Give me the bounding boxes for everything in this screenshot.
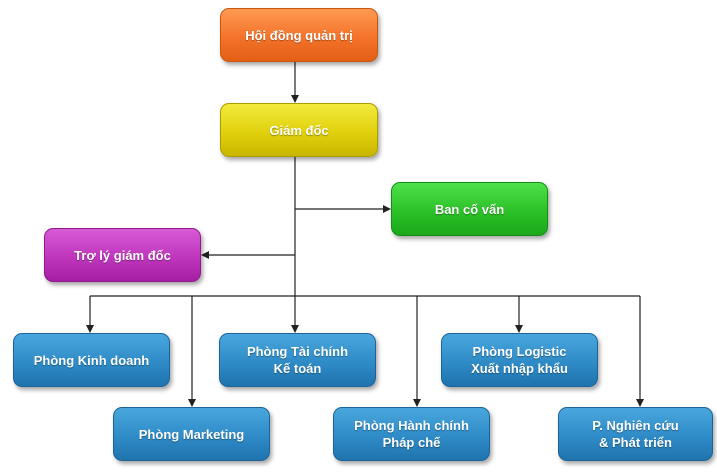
sales-department-label: Phòng Kinh doanh: [33, 352, 150, 368]
finance-department-node: Phòng Tài chính Kế toán: [219, 333, 376, 387]
logistic-department-label: Phòng Logistic Xuất nhập khẩu: [471, 344, 568, 376]
board-label: Hội đồng quản trị: [245, 27, 353, 43]
marketing-department-node: Phòng Marketing: [113, 407, 270, 461]
admin-legal-department-node: Phòng Hành chính Pháp chế: [333, 407, 490, 461]
rnd-department-node: P. Nghiên cứu & Phát triển: [558, 407, 713, 461]
logistic-department-node: Phòng Logistic Xuất nhập khẩu: [441, 333, 598, 387]
finance-department-label: Phòng Tài chính Kế toán: [246, 344, 349, 376]
advisory-board-node: Ban cố vấn: [391, 182, 548, 236]
director-node: Giám đốc: [220, 103, 378, 157]
director-label: Giám đốc: [269, 122, 329, 138]
board-node: Hội đồng quản trị: [220, 8, 378, 62]
sales-department-node: Phòng Kinh doanh: [13, 333, 170, 387]
admin-legal-department-label: Phòng Hành chính Pháp chế: [354, 418, 469, 450]
assistant-director-label: Trợ lý giám đốc: [74, 247, 171, 263]
assistant-director-node: Trợ lý giám đốc: [44, 228, 201, 282]
rnd-department-label: P. Nghiên cứu & Phát triển: [592, 418, 679, 450]
advisory-board-label: Ban cố vấn: [434, 201, 505, 217]
marketing-department-label: Phòng Marketing: [138, 426, 245, 442]
